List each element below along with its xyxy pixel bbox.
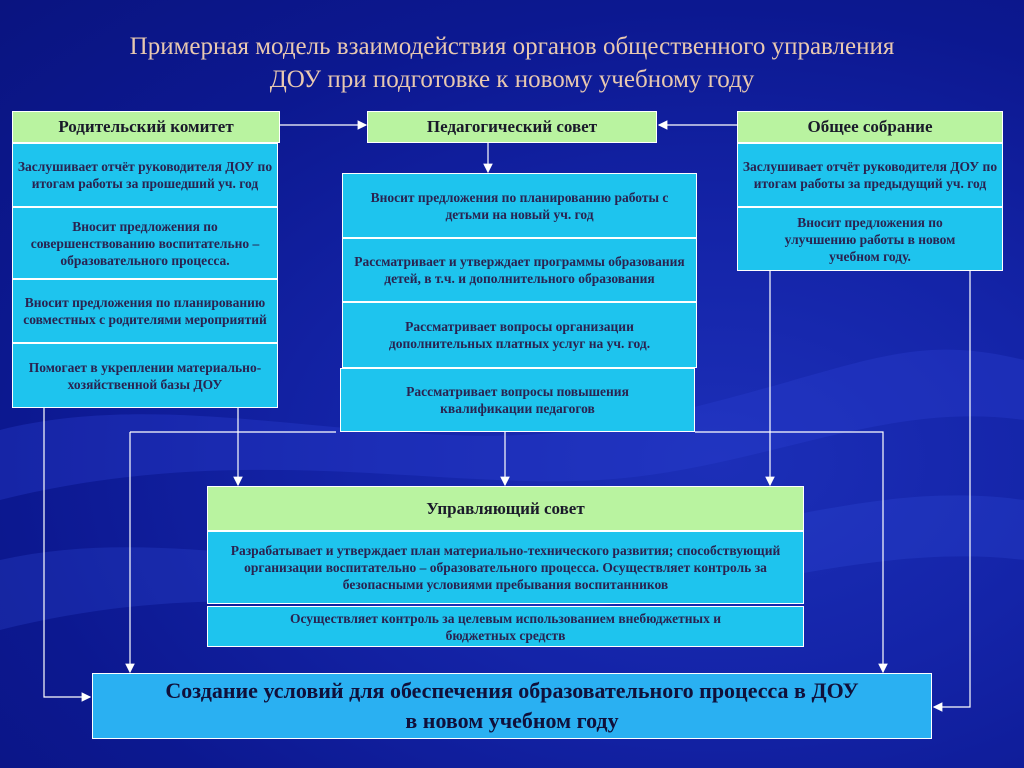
governing-council-header: Управляющий совет — [207, 486, 804, 531]
parent-committee-item: Помогает в укреплении материально- хозяй… — [12, 343, 278, 408]
result-box: Создание условий для обеспечения образов… — [92, 673, 932, 739]
general-meeting-item: Заслушивает отчёт руководителя ДОУ по ит… — [737, 143, 1003, 207]
title-line-1: Примерная модель взаимодействия органов … — [129, 33, 895, 60]
parent-committee-item: Вносит предложения по совершенствованию … — [12, 207, 278, 279]
parent-committee-item: Вносит предложения по планированию совме… — [12, 279, 278, 343]
pedagogical-council-header: Педагогический совет — [367, 111, 657, 143]
title-line-2: ДОУ при подготовке к новому учебному год… — [269, 66, 755, 93]
page-title: Примерная модель взаимодействия органов … — [0, 30, 1024, 96]
governing-council-item: Разрабатывает и утверждает план материал… — [207, 531, 804, 604]
pedagogical-council-item: Рассматривает вопросы повышения квалифик… — [340, 368, 695, 432]
governing-council-item: Осуществляет контроль за целевым использ… — [207, 606, 804, 647]
pedagogical-council-item: Рассматривает вопросы организации дополн… — [342, 302, 697, 368]
result-line-2: в новом учебном году — [405, 708, 619, 733]
result-line-1: Создание условий для обеспечения образов… — [165, 678, 859, 703]
general-meeting-item: Вносит предложения по улучшению работы в… — [737, 207, 1003, 271]
parent-committee-header: Родительский комитет — [12, 111, 280, 143]
pedagogical-council-item: Рассматривает и утверждает программы обр… — [342, 238, 697, 302]
parent-committee-item: Заслушивает отчёт руководителя ДОУ по ит… — [12, 143, 278, 207]
pedagogical-council-item: Вносит предложения по планированию работ… — [342, 173, 697, 238]
general-meeting-header: Общее собрание — [737, 111, 1003, 143]
